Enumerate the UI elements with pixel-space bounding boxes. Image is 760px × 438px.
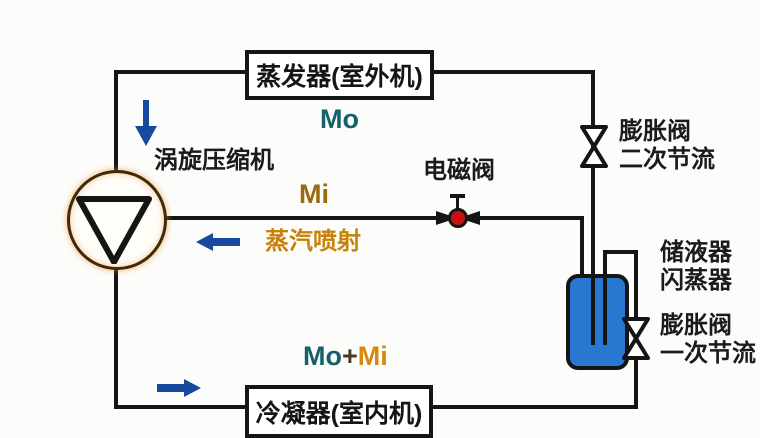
solenoid-valve-icon [448,208,468,228]
pipe-injection-horizontal [162,216,582,220]
plus-part: + [341,341,358,371]
pipe-left-upper [114,70,118,174]
valve1-line1: 膨胀阀 [660,312,732,339]
pipe-injection-drop [580,216,584,278]
valve2-line1: 膨胀阀 [619,118,691,145]
pipe-tank-riser [603,250,607,345]
valve1-line2: 一次节流 [660,340,756,368]
receiver-line2: 闪蒸器 [660,267,732,295]
left-arrow-icon [196,233,240,251]
mo-part: Mo [303,341,342,371]
expansion-valve-primary-icon [622,317,650,360]
mi-part: Mi [357,341,388,371]
flow-mo-label: Mo [320,104,359,134]
pipe-top-right [426,70,595,74]
evaporator-label: 蒸发器(室外机) [256,63,423,91]
condenser-label: 冷凝器(室内机) [255,399,423,428]
pipe-top-left [114,70,247,74]
pipe-right-valve-line [591,70,595,345]
pipe-bottom-right [425,405,638,409]
receiver-flash-tank-label: 储液器 闪蒸器 [660,239,732,296]
pipe-riser-top [603,250,638,254]
compressor-symbol [67,170,167,270]
flow-mi-label: Mi [299,179,329,209]
solenoid-valve-stem [456,197,459,210]
expansion-valve-secondary-label: 膨胀阀 二次节流 [619,118,715,175]
evaporator-box: 蒸发器(室外机) [245,50,434,100]
flow-mo-plus-mi-label: Mo+Mi [303,341,388,373]
expansion-valve-primary-label: 膨胀阀 一次节流 [660,312,756,369]
receiver-line1: 储液器 [660,239,732,266]
down-arrow-icon [135,100,157,146]
flash-tank-vessel [566,274,629,370]
expansion-valve-secondary-icon [580,125,608,168]
compressor-triangle-icon [76,196,152,264]
right-arrow-icon [157,379,201,397]
valve2-line2: 二次节流 [619,146,715,174]
steam-injection-label: 蒸汽喷射 [265,228,361,255]
condenser-box: 冷凝器(室内机) [245,385,433,438]
compressor-label: 涡旋压缩机 [154,147,274,174]
pipe-left-lower [114,263,118,409]
solenoid-valve-cap [450,194,465,198]
solenoid-valve-label: 电磁阀 [423,157,495,184]
pipe-bottom-left [114,405,247,409]
solenoid-valve-bowtie-icon [436,211,480,225]
